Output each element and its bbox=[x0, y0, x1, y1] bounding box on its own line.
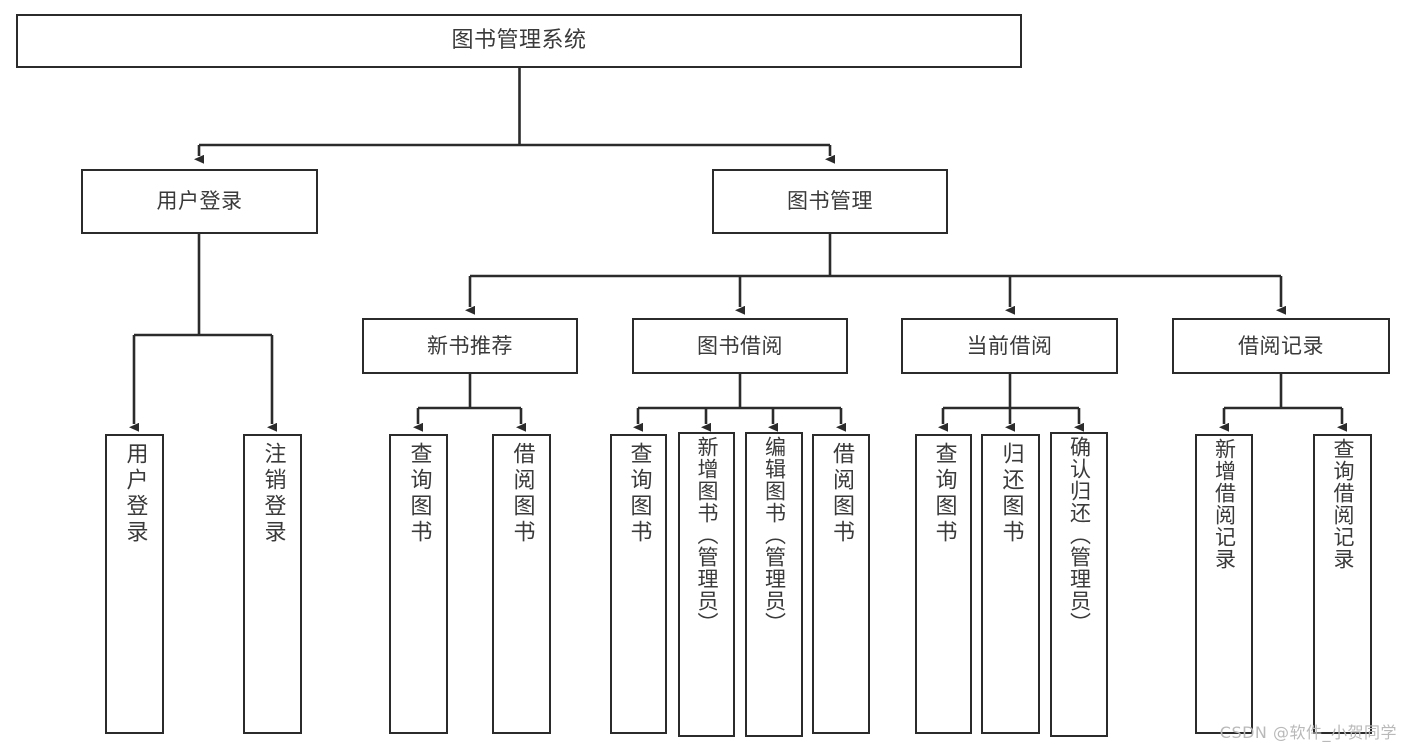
leaf-query-book-1-label: 查询图书 bbox=[406, 442, 432, 546]
leaf-borrow-book-1-label: 借阅图书 bbox=[509, 442, 535, 546]
node-new-book-recommend[interactable]: 新书推荐 bbox=[362, 318, 578, 374]
node-book-manage[interactable]: 图书管理 bbox=[712, 169, 948, 234]
leaf-return-book[interactable]: 归还图书 bbox=[981, 434, 1040, 734]
leaf-query-record-label: 查询借阅记录 bbox=[1331, 438, 1355, 570]
leaf-borrow-book-2[interactable]: 借阅图书 bbox=[812, 434, 870, 734]
leaf-query-book-3[interactable]: 查询图书 bbox=[915, 434, 972, 734]
node-borrow-record-label: 借阅记录 bbox=[1238, 333, 1324, 358]
node-book-borrow-label: 图书借阅 bbox=[697, 333, 783, 358]
node-current-borrow-label: 当前借阅 bbox=[966, 333, 1053, 358]
leaf-logout-login[interactable]: 注销登录 bbox=[243, 434, 302, 734]
leaf-user-login[interactable]: 用户登录 bbox=[105, 434, 164, 734]
leaf-add-record-label: 新增借阅记录 bbox=[1212, 438, 1237, 570]
node-root[interactable]: 图书管理系统 bbox=[16, 14, 1022, 68]
leaf-logout-login-label: 注销登录 bbox=[260, 442, 286, 546]
node-user-login-label: 用户登录 bbox=[156, 189, 243, 214]
leaf-query-book-3-label: 查询图书 bbox=[931, 442, 957, 546]
leaf-add-book-label: 新增图书（管理员） bbox=[695, 436, 719, 634]
leaf-confirm-return-label: 确认归还（管理员） bbox=[1067, 436, 1092, 634]
leaf-query-book-2[interactable]: 查询图书 bbox=[610, 434, 667, 734]
leaf-query-record[interactable]: 查询借阅记录 bbox=[1313, 434, 1372, 734]
leaf-edit-book[interactable]: 编辑图书（管理员） bbox=[745, 432, 803, 737]
node-root-label: 图书管理系统 bbox=[451, 28, 587, 54]
node-book-borrow[interactable]: 图书借阅 bbox=[632, 318, 848, 374]
watermark-text: CSDN @软件_小贺同学 bbox=[1219, 723, 1397, 742]
leaf-query-book-2-label: 查询图书 bbox=[626, 442, 652, 546]
leaf-query-book-1[interactable]: 查询图书 bbox=[389, 434, 448, 734]
node-current-borrow[interactable]: 当前借阅 bbox=[901, 318, 1118, 374]
leaf-user-login-label: 用户登录 bbox=[122, 442, 148, 546]
leaf-add-book[interactable]: 新增图书（管理员） bbox=[678, 432, 735, 737]
leaf-borrow-book-2-label: 借阅图书 bbox=[829, 442, 854, 546]
node-borrow-record[interactable]: 借阅记录 bbox=[1172, 318, 1390, 374]
node-new-book-recommend-label: 新书推荐 bbox=[427, 333, 513, 358]
leaf-edit-book-label: 编辑图书（管理员） bbox=[762, 436, 787, 634]
node-book-manage-label: 图书管理 bbox=[787, 189, 873, 214]
leaf-confirm-return[interactable]: 确认归还（管理员） bbox=[1050, 432, 1108, 737]
leaf-return-book-label: 归还图书 bbox=[998, 442, 1024, 546]
leaf-add-record[interactable]: 新增借阅记录 bbox=[1195, 434, 1253, 734]
leaf-borrow-book-1[interactable]: 借阅图书 bbox=[492, 434, 551, 734]
node-user-login[interactable]: 用户登录 bbox=[81, 169, 318, 234]
